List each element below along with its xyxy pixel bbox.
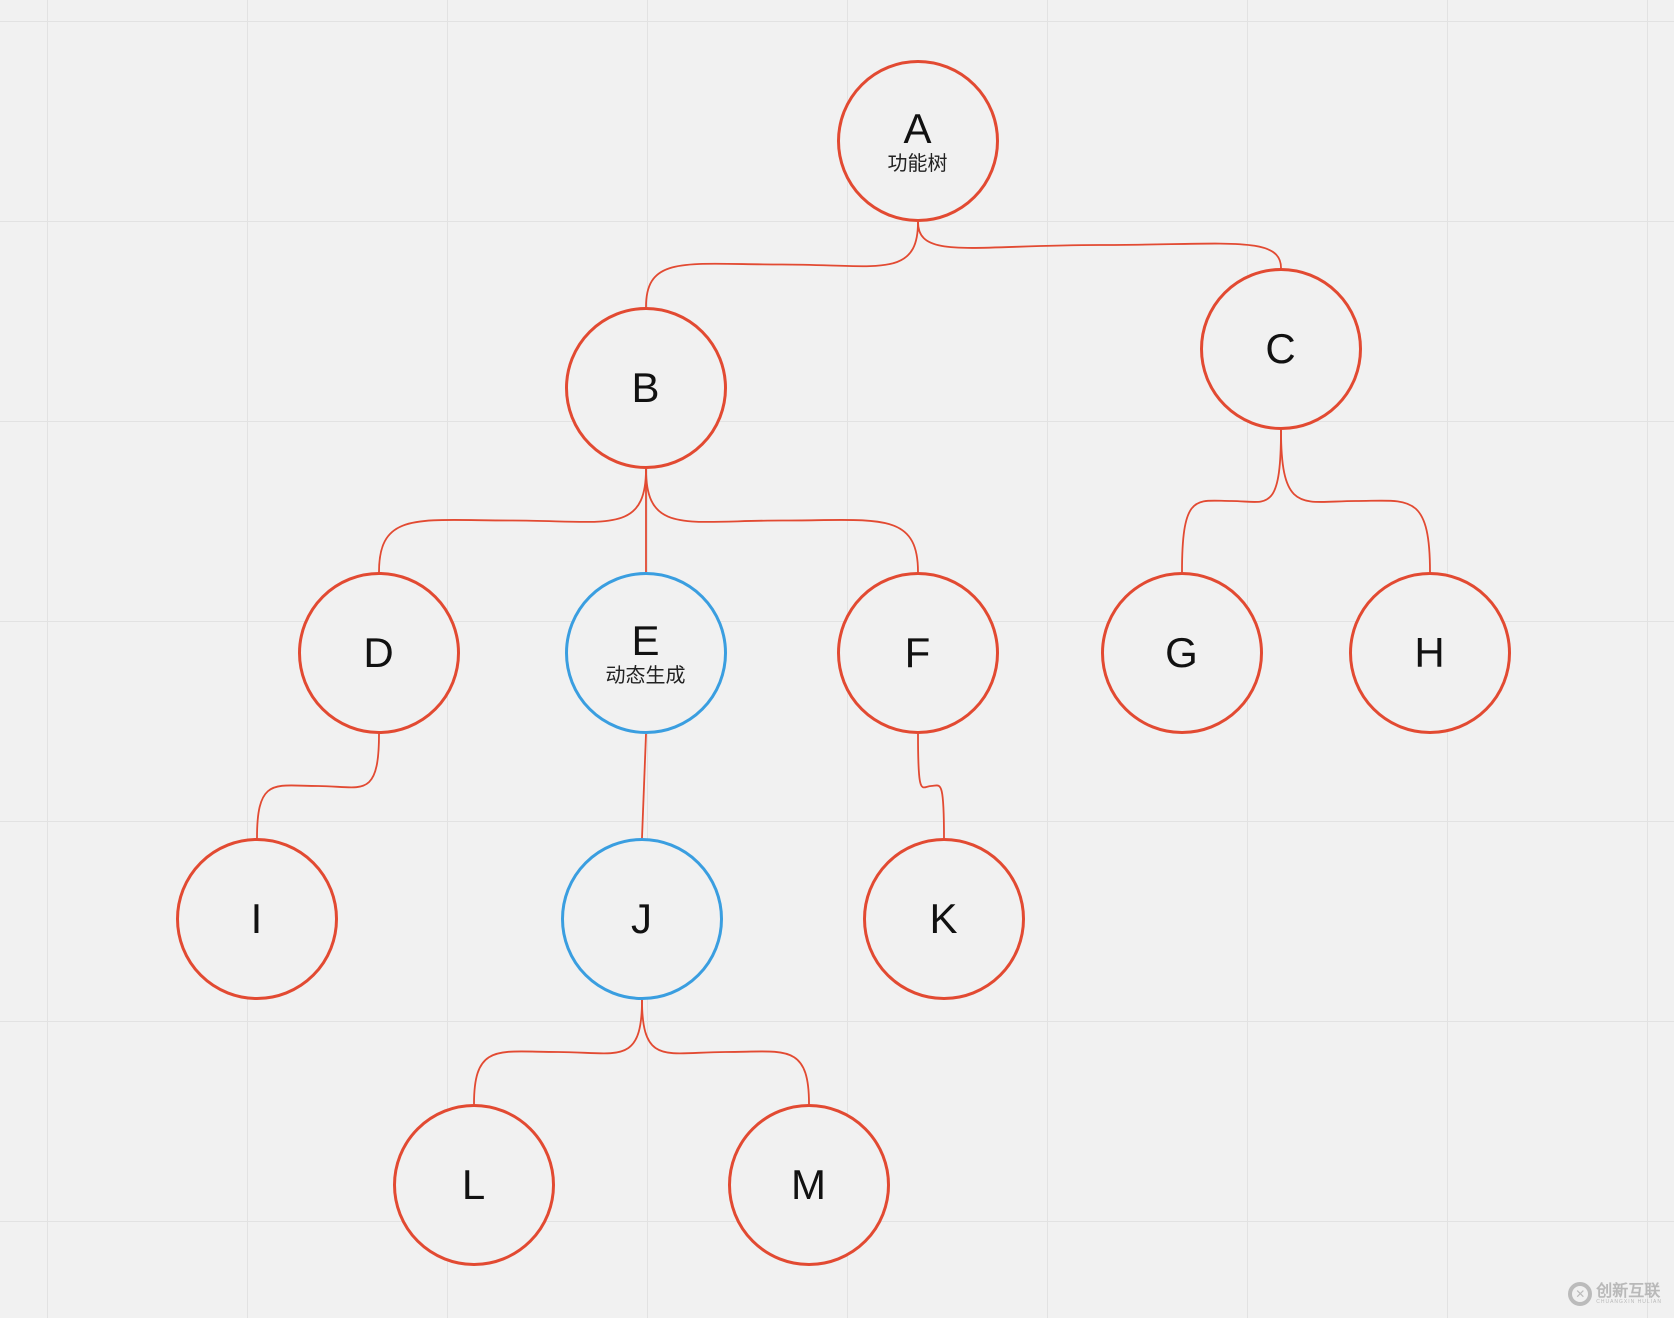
edge-A-C <box>917 221 1282 269</box>
edge-A-B <box>645 221 919 308</box>
node-label: H <box>1414 628 1445 676</box>
node-label: K <box>929 894 958 942</box>
node-label: L <box>461 1160 486 1208</box>
watermark-subtext: CHUANGXIN HULIAN <box>1596 1299 1662 1305</box>
node-label: M <box>791 1160 826 1208</box>
node-sublabel: 功能树 <box>887 150 948 175</box>
edge-J-L <box>473 999 643 1105</box>
node-sublabel: 动态生成 <box>605 662 686 687</box>
node-J[interactable]: J <box>560 837 723 1000</box>
node-label: D <box>363 628 394 676</box>
node-G[interactable]: G <box>1100 571 1263 734</box>
node-D[interactable]: D <box>297 571 460 734</box>
watermark: ✕ 创新互联 CHUANGXIN HULIAN <box>1568 1282 1662 1306</box>
edge-C-G <box>1181 429 1282 573</box>
node-label: F <box>904 628 931 676</box>
watermark-logo-icon: ✕ <box>1568 1282 1593 1306</box>
node-K[interactable]: K <box>862 837 1025 1000</box>
node-B[interactable]: B <box>564 306 727 469</box>
node-label: C <box>1265 324 1296 372</box>
edge-B-D <box>378 468 647 573</box>
node-M[interactable]: M <box>727 1103 890 1266</box>
node-I[interactable]: I <box>175 837 338 1000</box>
node-label: J <box>631 894 652 942</box>
node-label: E <box>631 616 660 664</box>
node-L[interactable]: L <box>392 1103 555 1266</box>
node-label: A <box>903 104 932 152</box>
edge-D-I <box>256 733 380 839</box>
node-F[interactable]: F <box>836 571 999 734</box>
edge-B-F <box>645 468 919 573</box>
node-label: G <box>1165 628 1198 676</box>
edge-C-H <box>1280 429 1431 573</box>
edge-E-J <box>641 733 647 839</box>
node-label: I <box>250 894 263 942</box>
node-C[interactable]: C <box>1199 267 1362 430</box>
edge-F-K <box>917 733 945 839</box>
watermark-text: 创新互联 <box>1596 1281 1661 1300</box>
node-label: B <box>631 363 660 411</box>
node-H[interactable]: H <box>1348 571 1511 734</box>
edge-J-M <box>641 999 810 1105</box>
